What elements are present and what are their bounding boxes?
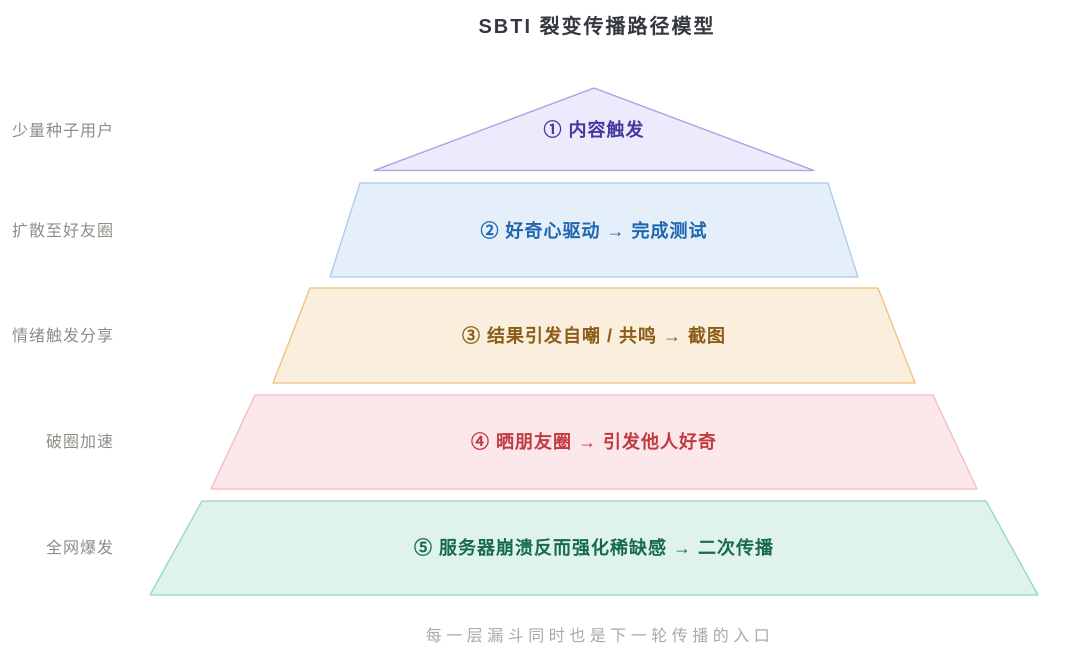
level-1-label: ① 内容触发 <box>543 119 644 140</box>
level-3-shape <box>272 287 916 384</box>
side-label-4: 破圈加速 <box>46 433 114 451</box>
level-2-shape <box>329 182 859 278</box>
footer-caption: 每一层漏斗同时也是下一轮传播的入口 <box>426 627 775 645</box>
level-4-shape <box>210 394 978 490</box>
level-1-shape <box>373 87 815 172</box>
side-label-5: 全网爆发 <box>46 538 114 557</box>
level-2-label: ② 好奇心驱动 → 完成测试 <box>480 220 707 241</box>
level-3-group: ③ 结果引发自嘲 / 共鸣 → 截图 情绪触发分享 <box>12 287 916 384</box>
level-3-label: ③ 结果引发自嘲 / 共鸣 → 截图 <box>462 325 726 346</box>
level-5-label: ⑤ 服务器崩溃反而强化稀缺感 → 二次传播 <box>414 537 774 558</box>
level-4-label: ④ 晒朋友圈 → 引发他人好奇 <box>471 431 717 452</box>
side-label-1: 少量种子用户 <box>12 122 114 140</box>
level-5-shape <box>149 500 1039 596</box>
side-label-2: 扩散至好友圈 <box>12 222 114 240</box>
side-label-3: 情绪触发分享 <box>12 327 114 345</box>
level-4-group: ④ 晒朋友圈 → 引发他人好奇 破圈加速 <box>46 394 978 490</box>
level-2-group: ② 好奇心驱动 → 完成测试 扩散至好友圈 <box>12 182 859 278</box>
diagram-title: SBTI 裂变传播路径模型 <box>478 14 715 38</box>
level-1-group: ① 内容触发 少量种子用户 <box>12 87 815 172</box>
level-5-group: ⑤ 服务器崩溃反而强化稀缺感 → 二次传播 全网爆发 <box>46 500 1039 596</box>
